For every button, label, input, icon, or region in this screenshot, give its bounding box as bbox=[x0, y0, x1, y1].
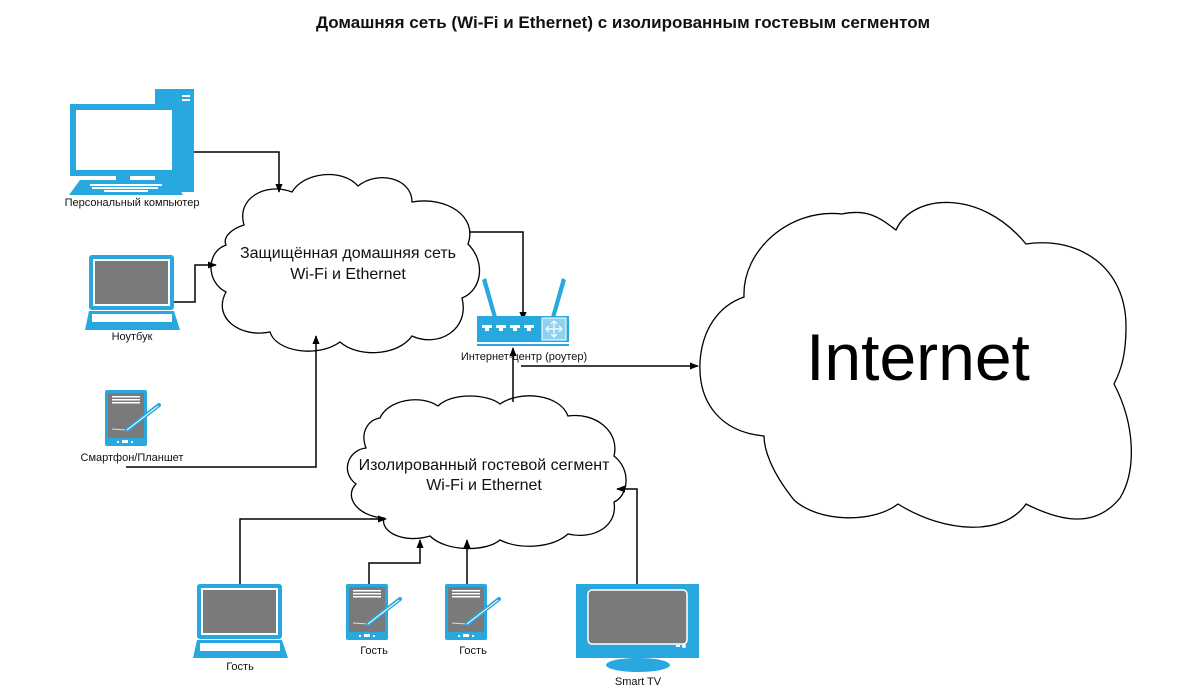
guest-tablet-2-label: Гость bbox=[459, 645, 487, 657]
guest-laptop-label: Гость bbox=[226, 661, 254, 673]
tablet-icon bbox=[105, 390, 161, 446]
home-cloud-line2: Wi-Fi и Ethernet bbox=[290, 266, 406, 283]
guest-tablet-1-node[interactable]: Гость bbox=[346, 584, 402, 657]
guest-laptop-node[interactable]: Гость bbox=[193, 584, 288, 673]
smart-tv-node[interactable]: Smart TV bbox=[576, 584, 699, 688]
diagram-title: Домашняя сеть (Wi-Fi и Ethernet) с изоли… bbox=[316, 13, 930, 32]
laptop-label: Ноутбук bbox=[112, 331, 153, 343]
tablet-node[interactable]: Смартфон/Планшет bbox=[81, 390, 184, 464]
wire-home-router bbox=[470, 231, 527, 321]
guest-tablet-2-node[interactable]: Гость bbox=[445, 584, 501, 657]
connections bbox=[126, 151, 699, 585]
tablet-icon bbox=[445, 584, 501, 640]
guest-network-cloud[interactable]: Изолированный гостевой сегмент Wi-Fi и E… bbox=[346, 395, 627, 550]
router-node[interactable]: Интернет-центр (роутер) bbox=[461, 278, 587, 363]
laptop-icon bbox=[193, 584, 288, 658]
guest-tablet-1-label: Гость bbox=[360, 645, 388, 657]
laptop-node[interactable]: Ноутбук bbox=[85, 255, 180, 343]
tv-icon bbox=[576, 584, 699, 672]
cloud-icon bbox=[210, 173, 481, 354]
guest-cloud-line1: Изолированный гостевой сегмент bbox=[359, 457, 611, 474]
wire-guesttablet1-guest bbox=[368, 539, 424, 585]
tablet-icon bbox=[346, 584, 402, 640]
laptop-icon bbox=[85, 255, 180, 330]
home-network-cloud[interactable]: Защищённая домашняя сеть Wi-Fi и Etherne… bbox=[210, 173, 481, 354]
router-label: Интернет-центр (роутер) bbox=[461, 351, 587, 363]
wire-tv-guest bbox=[616, 485, 638, 584]
home-cloud-line1: Защищённая домашняя сеть bbox=[240, 245, 456, 262]
desktop-computer-icon bbox=[69, 89, 194, 195]
wire-laptop-home bbox=[174, 261, 217, 303]
internet-label: Internet bbox=[806, 320, 1030, 394]
internet-cloud[interactable]: Internet bbox=[699, 201, 1132, 528]
wire-tablet-home bbox=[126, 335, 320, 468]
guest-cloud-line2: Wi-Fi и Ethernet bbox=[426, 477, 542, 494]
pc-label: Персональный компьютер bbox=[65, 197, 200, 209]
pc-node[interactable]: Персональный компьютер bbox=[65, 89, 200, 209]
wire-guestlaptop-guest bbox=[239, 515, 387, 584]
router-icon bbox=[477, 278, 569, 346]
tablet-label: Смартфон/Планшет bbox=[81, 452, 184, 464]
cloud-icon bbox=[346, 395, 627, 550]
cloud-icon bbox=[699, 201, 1132, 528]
smart-tv-label: Smart TV bbox=[615, 676, 662, 688]
wire-pc-home bbox=[193, 151, 283, 193]
